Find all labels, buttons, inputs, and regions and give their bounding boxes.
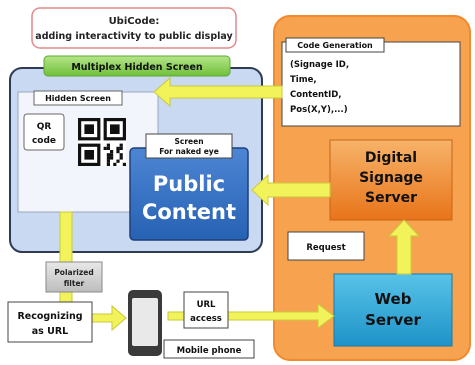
multiplex-label: Multiplex Hidden Screen: [71, 62, 203, 73]
code-field-2: Time,: [290, 75, 317, 85]
recognizing-line2: as URL: [32, 326, 68, 337]
polarized-filter-line2: filter: [64, 279, 85, 288]
signage-server-box: [329, 139, 453, 221]
mobile-phone-label-box: [163, 339, 255, 359]
request-box: [287, 231, 365, 261]
web-server-line1: Web: [375, 290, 412, 308]
arrow-web-to-signage: [387, 219, 421, 275]
polarized-filter-box: [45, 261, 103, 293]
qr-label-line1: QR: [37, 122, 52, 132]
qr-label-line2: code: [32, 136, 56, 146]
signage-server-line2: Signage: [359, 170, 423, 186]
code-field-4: Pos(X,Y),...): [290, 105, 348, 115]
recognizing-box: [7, 301, 93, 343]
code-generation-label-box: [285, 37, 385, 53]
hidden-screen-label-box: [33, 90, 123, 106]
public-content-line1: Public: [153, 172, 225, 196]
polarized-filter-line1: Polarized: [54, 268, 93, 277]
hidden-screen-label: Hidden Screen: [45, 94, 111, 103]
signage-server-line3: Server: [365, 190, 417, 206]
mobile-phone-label: Mobile phone: [177, 346, 242, 356]
multiplex-label-bar: [43, 55, 231, 77]
title-line1: UbiCode:: [109, 16, 160, 27]
screen-label-box: [145, 133, 233, 159]
recognizing-line1: Recognizing: [17, 311, 82, 322]
arrow-signage-to-public: [251, 173, 331, 207]
title-line2: adding interactivity to public display: [35, 31, 233, 42]
arrow-code-to-hidden-screen: [153, 76, 283, 108]
hidden-qr-code: [78, 118, 126, 166]
title-box: [31, 7, 237, 49]
code-field-3: ContentID,: [290, 90, 342, 100]
code-generation-label: Code Generation: [297, 41, 373, 50]
mobile-phone-screen: [132, 298, 158, 346]
web-server-line2: Server: [365, 311, 421, 329]
url-access-line2: access: [190, 314, 222, 324]
screen-label-line1: Screen: [174, 137, 203, 146]
url-access-box: [183, 291, 229, 329]
signage-server-line1: Digital: [365, 150, 417, 166]
public-content-line2: Content: [142, 200, 236, 224]
code-field-1: (Signage ID,: [290, 60, 349, 70]
arrow-recognize-to-phone: [91, 304, 127, 332]
url-access-line1: URL: [197, 300, 216, 310]
code-generation-box: [281, 41, 461, 127]
qr-label-box: [23, 113, 65, 151]
arrow-screen-to-filter: [59, 211, 73, 263]
web-server-box: [333, 273, 453, 347]
request-label: Request: [306, 243, 345, 253]
screen-label-line2: For naked eye: [159, 147, 219, 156]
